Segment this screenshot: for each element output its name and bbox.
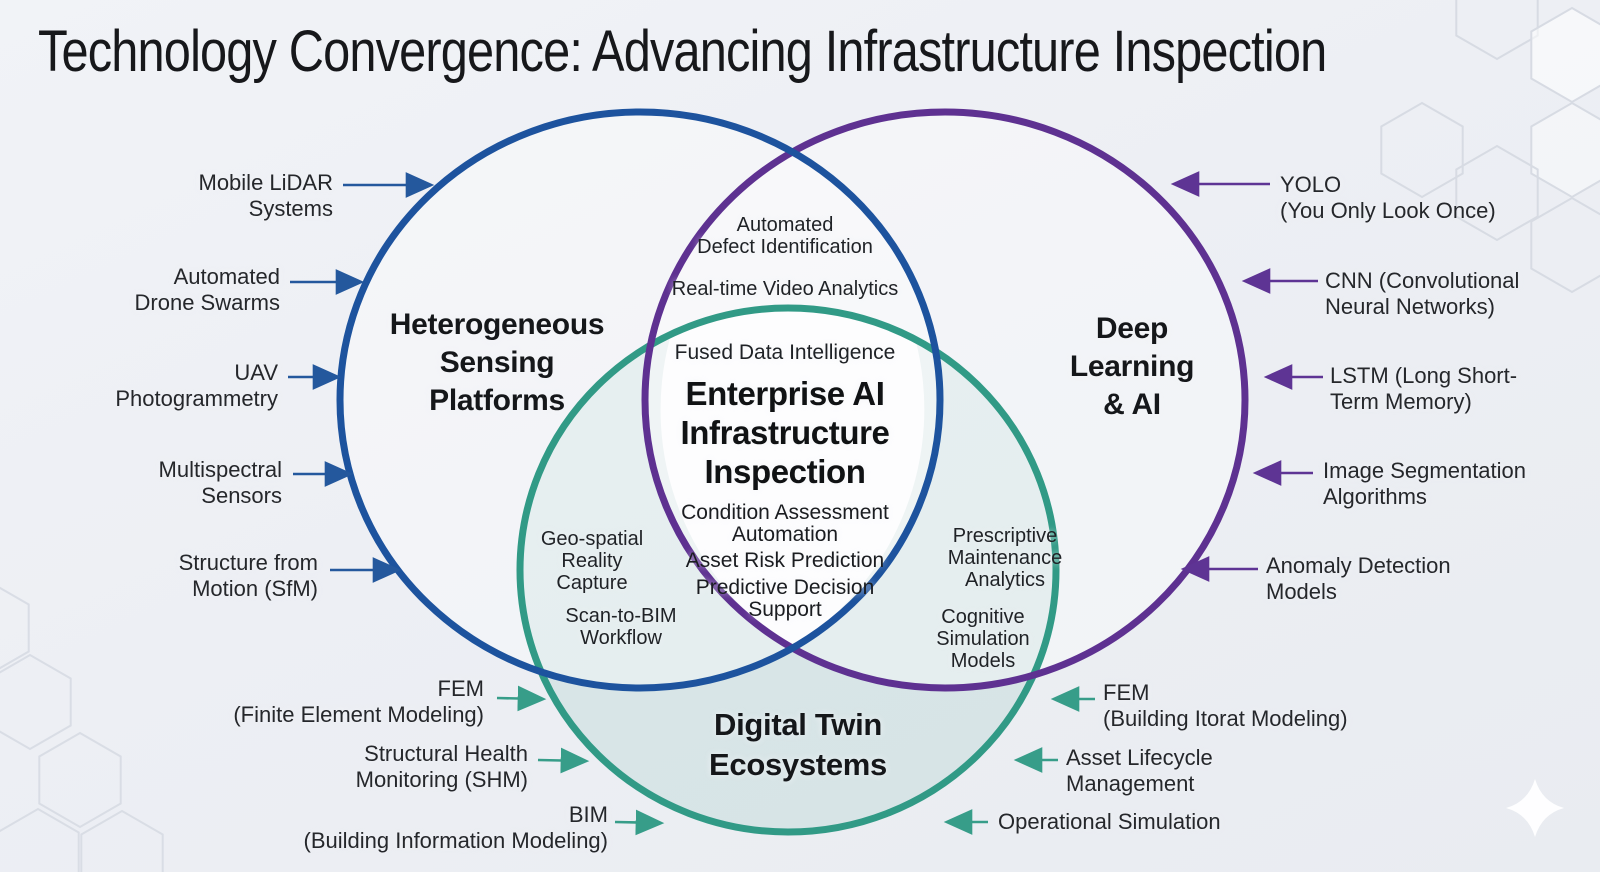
sparkle-icon [1506,779,1564,837]
sensing-arrows [288,172,435,583]
callout-fem-left: FEM (Finite Element Modeling) [233,676,484,727]
callout-bim: BIM (Building Information Modeling) [303,802,609,853]
center-item-3: Predictive Decision Support [695,576,875,621]
center-intro: Fused Data Intelligence [674,341,896,364]
twin-circle [516,304,1060,836]
twin-right-arrows [943,686,1095,835]
callout-image-segmentation: Image Segmentation Algorithms [1323,458,1527,509]
overlap-ai-twin-item-1: Prescriptive Maintenance Analytics [947,525,1063,591]
callout-multispectral: Multispectral Sensors [158,457,282,508]
arrow-shm [537,747,590,774]
ai-arrows [1170,171,1323,582]
center-item-2: Asset Risk Prediction [685,549,885,572]
callout-shm: Structural Health Monitoring (SHM) [355,741,528,792]
twin-circle-title: Digital Twin Ecosystems [709,707,887,782]
hexagon-pattern-bottom-left [0,580,164,872]
callout-fem-right: FEM (Building Itorat Modeling) [1103,680,1348,731]
arrow-fem-left [496,685,547,712]
hexagon-pattern-top-right [1380,0,1600,293]
center-intersection-region [660,309,925,648]
overlap-ai-twin-item-2: Cognitive Simulation Models [936,606,1030,672]
center-title: Enterprise AI Infrastructure Inspection [680,375,890,490]
overlap-sensing-ai-item-1: Automated Defect Identification [697,214,873,258]
overlap-sensing-ai-item-2: Real-time Video Analytics [671,278,899,300]
ai-circle [641,108,1249,692]
callout-anomaly-detection: Anomaly Detection Models [1266,553,1451,604]
sensing-circle [336,108,944,692]
sensing-circle-title: Heterogeneous Sensing Platforms [389,308,605,417]
center-item-1: Condition Assessment Automation [681,501,889,546]
callout-mobile-lidar: Mobile LiDAR Systems [198,170,334,221]
callout-operational-simulation: Operational Simulation [998,809,1221,834]
callout-drone-swarms: Automated Drone Swarms [134,264,280,315]
callout-sfm: Structure from Motion (SfM) [178,550,318,601]
overlap-sensing-twin-item-1: Geo-spatial Reality Capture [540,528,644,594]
callout-yolo: YOLO (You Only Look Once) [1280,172,1496,223]
callout-lstm: LSTM (Long Short- Term Memory) [1330,363,1518,414]
arrow-bim [614,809,665,836]
callout-asset-lifecycle: Asset Lifecycle Management [1066,745,1213,796]
callout-cnn: CNN (Convolutional Neural Networks) [1325,268,1520,319]
overlap-sensing-twin-item-2: Scan-to-BIM Workflow [565,605,677,649]
page-title: Technology Convergence: Advancing Infras… [38,19,1327,84]
twin-left-arrows [496,685,665,836]
ai-circle-title: Deep Learning & AI [1069,312,1195,421]
callout-uav-photogrammetry: UAV Photogrammetry [115,360,278,411]
